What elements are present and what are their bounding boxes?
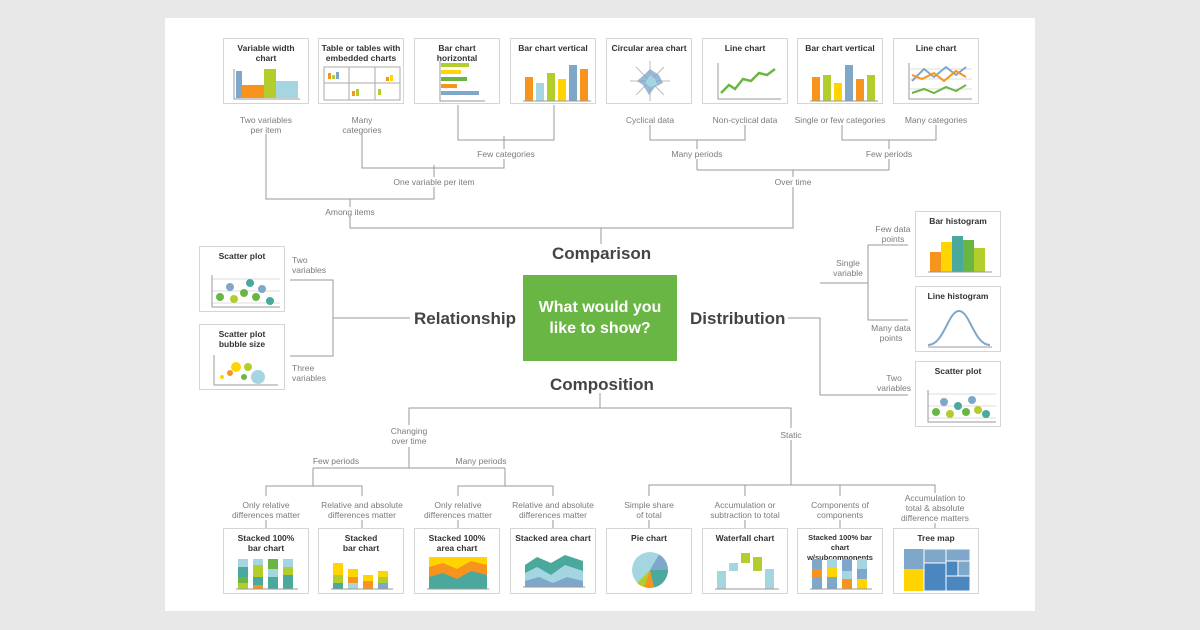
category-relationship[interactable]: Relationship <box>414 309 517 328</box>
label-few-categories: Few categories <box>474 149 538 159</box>
multi-line-chart-icon <box>908 63 972 100</box>
card-waterfall-chart[interactable]: Waterfall chart <box>702 528 788 594</box>
label-single-variable: Single variable <box>833 258 863 278</box>
card-line-histogram[interactable]: Line histogram <box>915 286 1001 352</box>
bar-vertical-icon-2 <box>810 65 878 102</box>
card-pie-chart[interactable]: Pie chart <box>606 528 692 594</box>
label-changing-over-time: Changing over time <box>390 426 428 446</box>
pie-chart-icon <box>632 552 668 588</box>
bar-vertical-icon <box>523 65 591 102</box>
card-bar-chart-horizontal[interactable]: Bar chart horizontal <box>414 38 500 104</box>
card-stacked-bar[interactable]: Stacked bar chart <box>318 528 404 594</box>
card-tree-map[interactable]: Tree map <box>893 528 979 594</box>
center-question-box[interactable]: What would you like to show? <box>523 275 677 361</box>
card-title: Line histogram <box>927 291 989 301</box>
label-components: Components of components <box>811 500 869 520</box>
label-two-variables-right: Two variables <box>876 373 912 393</box>
card-line-chart-1[interactable]: Line chart <box>702 38 788 104</box>
label-cyclical-data: Cyclical data <box>625 115 675 125</box>
label-few-periods-bottom: Few periods <box>312 456 360 466</box>
card-title: Variable width chart <box>237 43 295 63</box>
card-scatter-plot-bubble[interactable]: Scatter plot bubble size <box>199 324 285 390</box>
card-stacked-100-subcomponents[interactable]: Stacked 100% bar chart w/subcomponents <box>797 528 883 594</box>
card-stacked-100-area[interactable]: Stacked 100% area chart <box>414 528 500 594</box>
card-title: Tree map <box>917 533 955 543</box>
scatter-plot-icon <box>211 275 280 308</box>
variable-width-chart-icon <box>233 69 300 100</box>
card-title: Bar chart vertical <box>805 43 875 53</box>
card-title: Stacked 100% bar chart <box>237 533 295 553</box>
label-many-categories-2: Many categories <box>904 115 968 125</box>
card-scatter-plot-left[interactable]: Scatter plot <box>199 246 285 312</box>
label-only-relative-2: Only relative differences matter <box>424 500 492 520</box>
label-one-variable-per-item: One variable per item <box>390 177 478 187</box>
label-few-data-points: Few data points <box>875 224 911 244</box>
circular-area-icon <box>630 61 670 101</box>
card-variable-width-chart[interactable]: Variable width chart <box>223 38 309 104</box>
card-title: Circular area chart <box>611 43 687 53</box>
tree-map-icon <box>904 548 971 592</box>
stacked-100-bar-icon <box>236 559 298 590</box>
label-three-variables: Three variables <box>292 363 327 383</box>
card-title: Scatter plot bubble size <box>218 329 266 349</box>
card-title: Bar histogram <box>929 216 987 226</box>
line-chart-icon <box>717 63 781 100</box>
card-title: Bar chart vertical <box>518 43 588 53</box>
card-title: Stacked area chart <box>515 533 591 543</box>
card-title: Stacked 100% bar chart w/subcomponents <box>807 533 873 562</box>
card-title: Stacked 100% area chart <box>428 533 486 553</box>
card-bar-histogram[interactable]: Bar histogram <box>915 211 1001 277</box>
label-few-periods: Few periods <box>862 149 916 159</box>
card-title: Line chart <box>915 43 957 53</box>
stacked-area-icon <box>523 555 585 588</box>
label-many-periods: Many periods <box>668 149 726 159</box>
category-distribution[interactable]: Distribution <box>690 309 786 328</box>
card-title: Bar chart horizontal <box>436 43 478 63</box>
stacked-subcomponents-icon <box>810 559 872 590</box>
card-scatter-plot-right[interactable]: Scatter plot <box>915 361 1001 427</box>
card-table-embedded-charts[interactable]: Table or tables with embedded charts <box>318 38 404 104</box>
card-title: Scatter plot <box>218 251 266 261</box>
label-simple-share: Simple share of total <box>624 500 674 520</box>
label-rel-abs-2: Relative and absolute differences matter <box>512 500 594 520</box>
card-stacked-area[interactable]: Stacked area chart <box>510 528 596 594</box>
card-title: Table or tables with embedded charts <box>321 43 401 63</box>
card-line-chart-2[interactable]: Line chart <box>893 38 979 104</box>
label-among-items: Among items <box>322 207 378 217</box>
card-stacked-100-bar[interactable]: Stacked 100% bar chart <box>223 528 309 594</box>
label-only-relative-1: Only relative differences matter <box>232 500 300 520</box>
card-title: Line chart <box>724 43 766 53</box>
label-two-variables-left: Two variables <box>292 255 327 275</box>
label-static: Static <box>778 430 804 440</box>
line-histogram-icon <box>927 309 992 348</box>
table-chart-icon <box>323 66 401 101</box>
bubble-chart-icon <box>213 355 278 386</box>
category-composition[interactable]: Composition <box>550 375 654 394</box>
label-many-periods-bottom: Many periods <box>455 456 507 466</box>
label-two-vars-per-item: Two variables per item <box>240 115 292 135</box>
label-over-time: Over time <box>771 177 815 187</box>
bar-horizontal-icon <box>439 61 485 102</box>
stacked-100-area-icon <box>427 557 489 590</box>
label-many-data-points: Many data points <box>871 323 911 343</box>
center-question-text: What would you like to show? <box>538 299 662 337</box>
card-bar-chart-vertical[interactable]: Bar chart vertical <box>510 38 596 104</box>
scatter-plot-icon-right <box>927 390 996 423</box>
label-non-cyclical-data: Non-cyclical data <box>712 115 778 125</box>
label-accumulation: Accumulation or subtraction to total <box>710 500 780 520</box>
card-bar-chart-vertical-2[interactable]: Bar chart vertical <box>797 38 883 104</box>
card-title: Scatter plot <box>934 366 982 376</box>
stacked-bar-icon <box>331 563 393 590</box>
label-many-categories: Many categories <box>342 115 382 135</box>
bar-histogram-icon <box>928 236 992 273</box>
label-accum-total: Accumulation to total & absolute differe… <box>901 493 969 523</box>
label-rel-abs-1: Relative and absolute differences matter <box>321 500 403 520</box>
category-comparison[interactable]: Comparison <box>552 244 652 263</box>
waterfall-chart-icon <box>715 553 779 590</box>
card-title: Waterfall chart <box>715 533 775 543</box>
card-title: Stacked bar chart <box>342 533 380 553</box>
card-circular-area-chart[interactable]: Circular area chart <box>606 38 692 104</box>
label-single-few-categories: Single or few categories <box>794 115 886 125</box>
card-title: Pie chart <box>631 533 667 543</box>
